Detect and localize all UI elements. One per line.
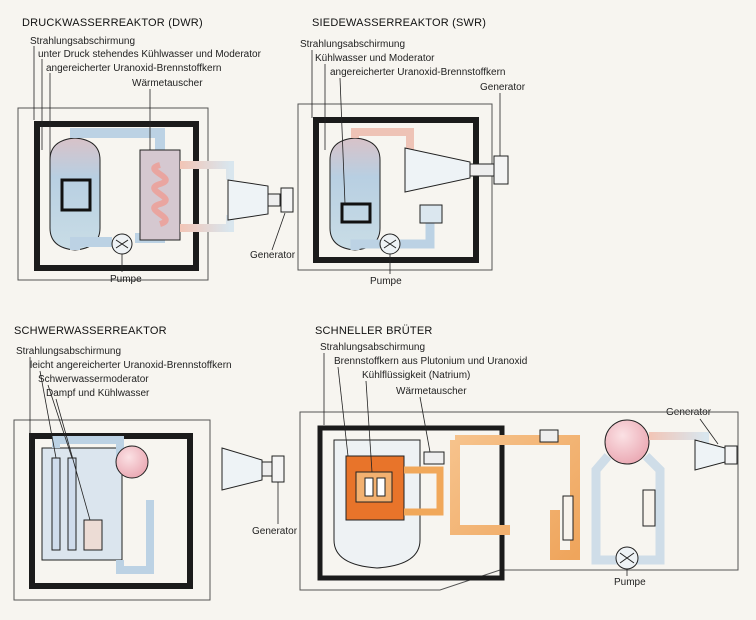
swr-generator-label: Generator <box>480 82 526 93</box>
hwr-diagram: SCHWERWASSERREAKTOR Strahlungsabschirmun… <box>13 325 298 601</box>
swr-vessel <box>329 137 381 251</box>
swr-title: SIEDEWASSERREAKTOR (SWR) <box>312 17 486 29</box>
hwr-turbine <box>221 447 263 491</box>
hwr-generator-label: Generator <box>252 526 298 537</box>
fbr-intermediate-exchanger <box>562 495 574 541</box>
hwr-label-steam: Dampf und Kühlwasser <box>46 388 150 399</box>
swr-shield <box>313 117 479 263</box>
dwr-steam-coil <box>151 162 169 227</box>
swr-generator <box>493 155 509 185</box>
dwr-building <box>17 107 209 281</box>
swr-fuel-core <box>340 202 372 224</box>
hwr-steam-generator <box>115 445 149 479</box>
hwr-fuel-channel-1 <box>51 457 61 551</box>
swr-label-shield: Strahlungsabschirmung <box>300 39 405 50</box>
hwr-building <box>13 419 211 601</box>
fbr-label-heat-exchanger: Wärmetauscher <box>396 386 467 397</box>
hwr-coolant-loop <box>52 436 154 574</box>
dwr-label-coolant: unter Druck stehendes Kühlwasser und Mod… <box>38 49 262 60</box>
fbr-label-shield: Strahlungsabschirmung <box>320 342 425 353</box>
hwr-label-fuel: leicht angereicherter Uranoxid-Brennstof… <box>30 360 232 371</box>
swr-steam-line <box>351 128 414 150</box>
dwr-label-shield: Strahlungsabschirmung <box>30 36 135 47</box>
fbr-label-sodium: Kühlflüssigkeit (Natrium) <box>362 370 470 381</box>
swr-label-fuel: angereicherter Uranoxid-Brennstoffkern <box>330 67 505 78</box>
fbr-label-fuel: Brennstoffkern aus Plutonium und Uranoxi… <box>334 356 527 367</box>
dwr-pump-label: Pumpe <box>110 274 142 285</box>
dwr-label-heat-exchanger: Wärmetauscher <box>132 78 203 89</box>
fbr-pump-label: Pumpe <box>614 577 646 588</box>
fbr-secondary-sodium-loop <box>450 435 580 560</box>
dwr-shield <box>34 121 199 271</box>
fbr-primary-sodium-loop <box>404 466 444 516</box>
swr-condenser <box>419 204 443 224</box>
dwr-pressure-vessel <box>49 137 101 251</box>
fbr-generator <box>724 445 738 465</box>
swr-building <box>297 103 493 271</box>
hwr-generator <box>271 455 285 483</box>
swr-diagram: SIEDEWASSERREAKTOR (SWR) Strahlungsabsch… <box>297 17 526 287</box>
fbr-steam-generator <box>604 419 650 465</box>
dwr-title: DRUCKWASSERREAKTOR (DWR) <box>22 17 203 29</box>
dwr-turbine <box>227 179 269 221</box>
dwr-generator-label: Generator <box>250 250 296 261</box>
hwr-title: SCHWERWASSERREAKTOR <box>14 325 167 337</box>
fbr-turbine <box>694 439 726 471</box>
swr-return-line <box>350 220 435 250</box>
dwr-label-fuel: angereicherter Uranoxid-Brennstoffkern <box>46 63 221 74</box>
swr-label-coolant: Kühlwasser und Moderator <box>315 53 435 64</box>
dwr-diagram: DRUCKWASSERREAKTOR (DWR) Strahlungsabsch… <box>17 17 296 285</box>
hwr-fuel-channel-2 <box>67 457 77 551</box>
hwr-label-moderator: Schwerwassermoderator <box>38 374 149 385</box>
fbr-fuel-core <box>355 471 393 503</box>
fbr-title: SCHNELLER BRÜTER <box>315 325 433 337</box>
swr-pump-label: Pumpe <box>370 276 402 287</box>
fbr-shield <box>317 425 505 581</box>
dwr-secondary-loop <box>180 161 234 232</box>
hwr-label-shield: Strahlungsabschirmung <box>16 346 121 357</box>
dwr-fuel-core <box>60 178 92 212</box>
fbr-water-loop <box>591 452 665 565</box>
dwr-generator <box>280 187 294 213</box>
fbr-diagram: SCHNELLER BRÜTER Strahlungsabschirmung B… <box>299 325 739 591</box>
swr-turbine <box>404 147 471 193</box>
